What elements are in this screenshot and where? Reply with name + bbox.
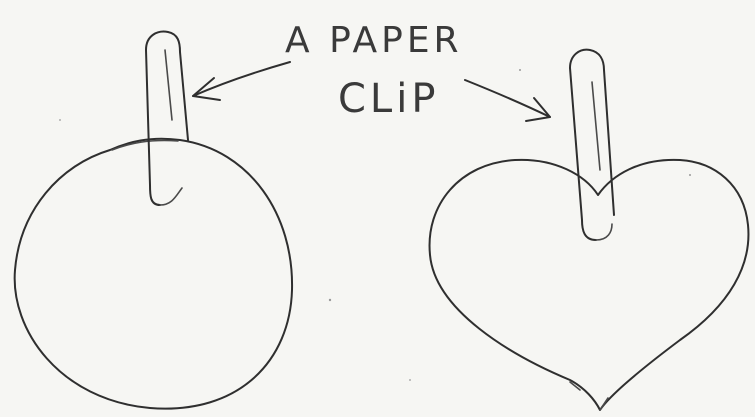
left-arrow-head <box>193 78 220 100</box>
left-paper-clip-inner <box>160 50 182 205</box>
circle-shape <box>15 139 292 409</box>
right-arrow-shaft <box>465 80 550 117</box>
right-paper-clip-inner <box>592 82 612 240</box>
heart-bottom-tick <box>570 382 608 410</box>
circle-shape-group <box>15 139 292 409</box>
left-paper-clip <box>146 32 188 205</box>
label-line-2: CLiP <box>338 76 439 122</box>
left-arrow-shaft <box>193 62 290 96</box>
label-line-1: A PAPER <box>285 20 463 61</box>
right-arrow-head <box>526 98 550 121</box>
right-paper-clip <box>570 50 614 240</box>
heart-shape <box>430 160 749 410</box>
left-paper-clip-outer <box>146 32 188 205</box>
left-arrow <box>193 62 290 100</box>
right-paper-clip-outer <box>570 50 614 240</box>
right-arrow <box>465 80 550 121</box>
heart-shape-group <box>430 160 749 410</box>
